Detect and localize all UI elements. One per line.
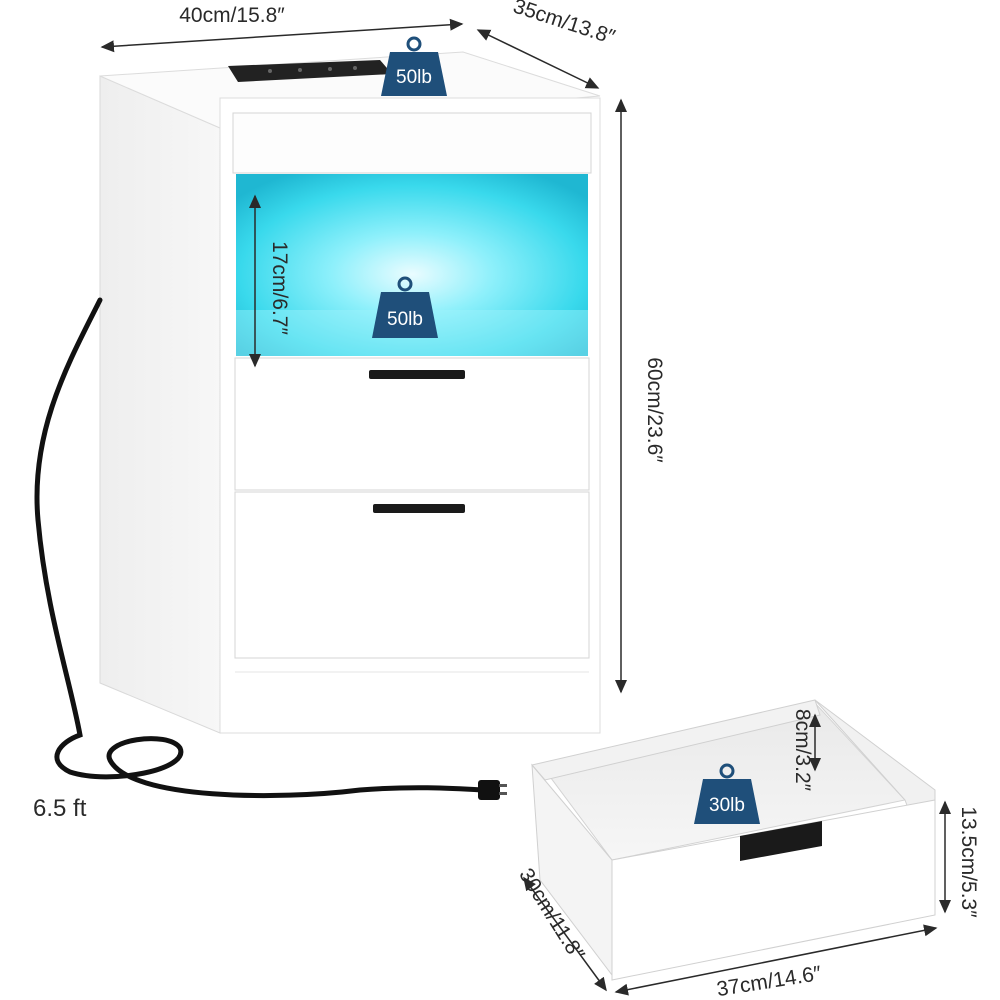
height-label: 60cm/23.6″ [643, 357, 666, 463]
cord-length-label: 6.5 ft [33, 795, 87, 822]
charging-station [228, 60, 392, 82]
drawer-handle [740, 821, 822, 861]
weight-badge-drawer: 30lb [694, 763, 760, 824]
drawer-width-dimension-line [614, 924, 938, 996]
shelf-load-label: 50lb [387, 309, 423, 330]
drawer-depth-label: 8cm/3.2″ [791, 709, 814, 792]
open-drawer [531, 699, 936, 981]
top-load-label: 50lb [396, 67, 432, 88]
depth-label: 35cm/13.8″ [510, 0, 618, 49]
drawer-load-label: 30lb [709, 795, 745, 816]
weight-icon [397, 276, 413, 292]
middle-drawer-front [234, 357, 590, 491]
weight-icon [406, 36, 422, 52]
width-label: 40cm/15.8″ [179, 4, 285, 27]
shelf-height-label: 17cm/6.7″ [268, 241, 291, 335]
usb-port-icon [268, 69, 272, 73]
power-cord [34, 297, 507, 800]
weight-badge-shelf: 50lb [372, 276, 438, 338]
outlet-icon [328, 67, 332, 71]
dimension-lines [100, 18, 951, 996]
weight-icon [719, 763, 735, 779]
top-drawer-front [232, 112, 592, 174]
bottom-drawer-front [234, 491, 590, 659]
depth-dimension-line [476, 29, 600, 89]
drawer-width-label: 37cm/14.6″ [715, 962, 823, 1000]
drawer-handle [373, 504, 465, 513]
cabinet-side-panel [99, 75, 221, 734]
drawer-handle [369, 370, 465, 379]
weight-badge-top: 50lb [381, 36, 447, 96]
drawer-height-label: 13.5cm/5.3″ [957, 806, 980, 918]
nightstand [99, 51, 601, 734]
outlet-icon [353, 66, 357, 70]
width-dimension-line [100, 18, 464, 53]
plug-icon [478, 780, 500, 800]
drawer-length-dimension-line [523, 876, 607, 992]
usb-port-icon [298, 68, 302, 72]
